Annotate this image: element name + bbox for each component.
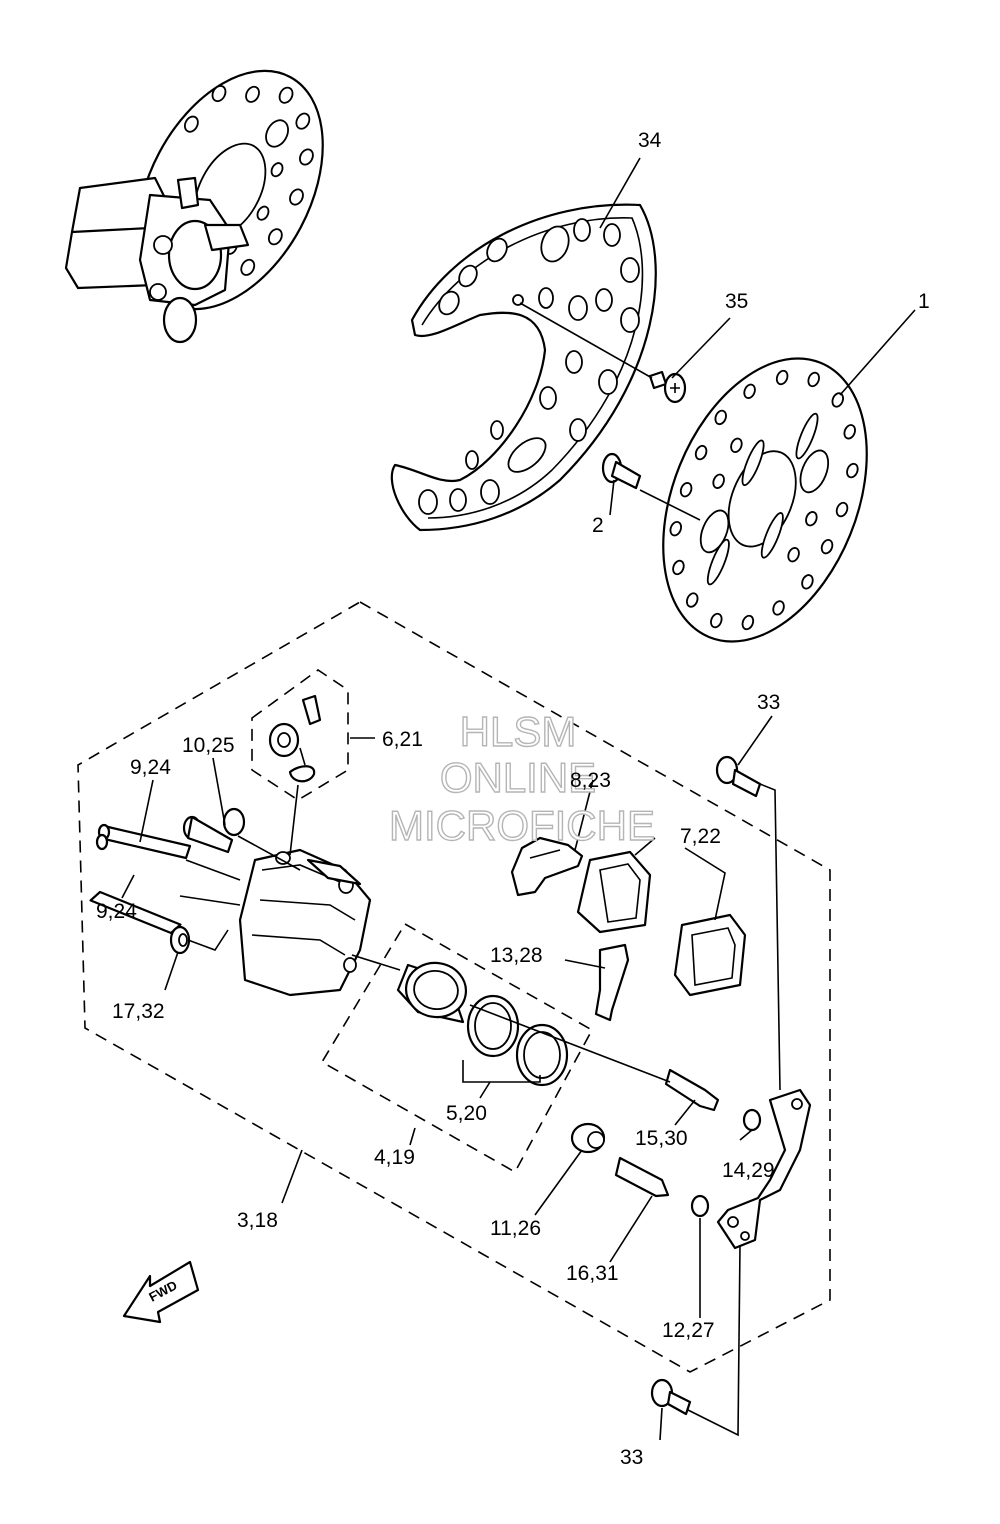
- callout-9-24-bottom: 9,24: [96, 900, 137, 923]
- assembled-caliper-view: [64, 69, 324, 344]
- small-washers: [690, 1108, 762, 1218]
- slide-pin-short: [182, 807, 246, 854]
- guide-boot: [570, 1122, 606, 1154]
- watermark-line1: HLSM: [460, 708, 577, 755]
- callout-8-23: 8,23: [570, 769, 611, 792]
- callout-4-19: 4,19: [374, 1146, 415, 1169]
- callout-5-20: 5,20: [446, 1102, 487, 1125]
- guard-screw: [648, 370, 687, 404]
- guide-pin: [664, 1068, 720, 1112]
- callouts: 34 35 1 2 6,21 10,25 9,24 9,24 8,23 7,22…: [96, 129, 930, 1469]
- disc-bolt: [601, 452, 642, 490]
- callout-10-25: 10,25: [182, 734, 235, 757]
- watermark-line2: ONLINE: [440, 754, 596, 801]
- callout-12-27: 12,27: [662, 1319, 715, 1342]
- callout-33-bottom: 33: [620, 1446, 643, 1469]
- piston-seals: [466, 994, 569, 1087]
- callout-11-26: 11,26: [490, 1217, 541, 1240]
- callout-16-31: 16,31: [566, 1262, 619, 1285]
- caliper-boot: [169, 925, 191, 955]
- caliper-bracket: [716, 1088, 812, 1250]
- callout-14-29: 14,29: [722, 1159, 775, 1182]
- callout-6-21: 6,21: [382, 728, 423, 751]
- slide-pins-long: [89, 823, 192, 935]
- callout-1: 1: [918, 290, 930, 313]
- disc-guard: [390, 203, 657, 532]
- leader-lines: [121, 157, 916, 1441]
- callout-34: 34: [638, 129, 662, 152]
- callout-3-18: 3,18: [237, 1209, 278, 1232]
- callout-35: 35: [725, 290, 748, 313]
- bleed-screw: [268, 694, 322, 783]
- brake-pads: [576, 850, 747, 997]
- watermark-line3: MICROFICHE: [389, 802, 655, 849]
- callout-15-30: 15,30: [635, 1127, 688, 1150]
- bracket-bolts: [650, 755, 762, 1416]
- callout-7-22: 7,22: [680, 825, 721, 848]
- watermark: HLSM ONLINE MICROFICHE: [388, 707, 655, 849]
- group-outlines: [77, 601, 831, 1373]
- fwd-arrow: FWD: [122, 1260, 200, 1324]
- caliper-body: [238, 848, 372, 997]
- brake-disc: [662, 357, 868, 643]
- pad-spring: [510, 836, 584, 897]
- callout-33-top: 33: [757, 691, 780, 714]
- callout-17-32: 17,32: [112, 1000, 165, 1023]
- callout-13-28: 13,28: [490, 944, 543, 967]
- guide-pin-2: [614, 1156, 670, 1198]
- callout-2: 2: [592, 514, 604, 537]
- piston: [396, 961, 468, 1024]
- pad-support: [594, 943, 630, 1022]
- callout-9-24-top: 9,24: [130, 756, 171, 779]
